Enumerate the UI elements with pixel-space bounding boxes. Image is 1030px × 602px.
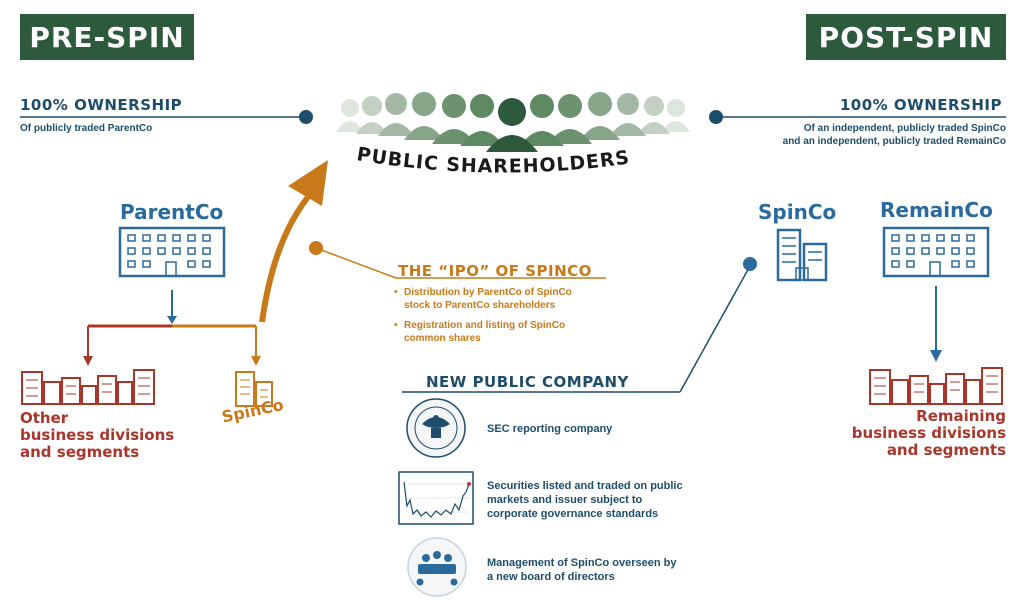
remaining-divisions-line3: and segments	[852, 442, 1006, 459]
remaining-divisions-line1: Remaining	[852, 408, 1006, 425]
ipo-bullets: Distribution by ParentCo of SpinCo stock…	[394, 286, 594, 352]
ipo-title: THE “IPO” OF SPINCO	[398, 262, 592, 280]
other-divisions-text: Other business divisions and segments	[20, 410, 174, 461]
new-public-company-title: NEW PUBLIC COMPANY	[426, 373, 629, 391]
ipo-bullet-distribution: Distribution by ParentCo of SpinCo stock…	[394, 286, 594, 312]
remaining-divisions-text: Remaining business divisions and segment…	[852, 408, 1006, 459]
other-divisions-line2: business divisions	[20, 427, 174, 444]
spinco-right-label: SpinCo	[758, 200, 836, 224]
remainco-label: RemainCo	[880, 198, 993, 222]
board-oversight-text: Management of SpinCo overseen by a new b…	[487, 556, 683, 584]
sec-reporting-text: SEC reporting company	[487, 422, 612, 436]
ipo-bullet-registration: Registration and listing of SpinCo commo…	[394, 319, 594, 345]
parentco-label: ParentCo	[120, 200, 223, 224]
other-divisions-line1: Other	[20, 410, 174, 427]
public-shareholders-label: PUBLIC SHAREHOLDERS	[355, 143, 631, 177]
remaining-divisions-line2: business divisions	[852, 425, 1006, 442]
other-divisions-line3: and segments	[20, 444, 174, 461]
securities-listed-text: Securities listed and traded on public m…	[487, 479, 691, 521]
